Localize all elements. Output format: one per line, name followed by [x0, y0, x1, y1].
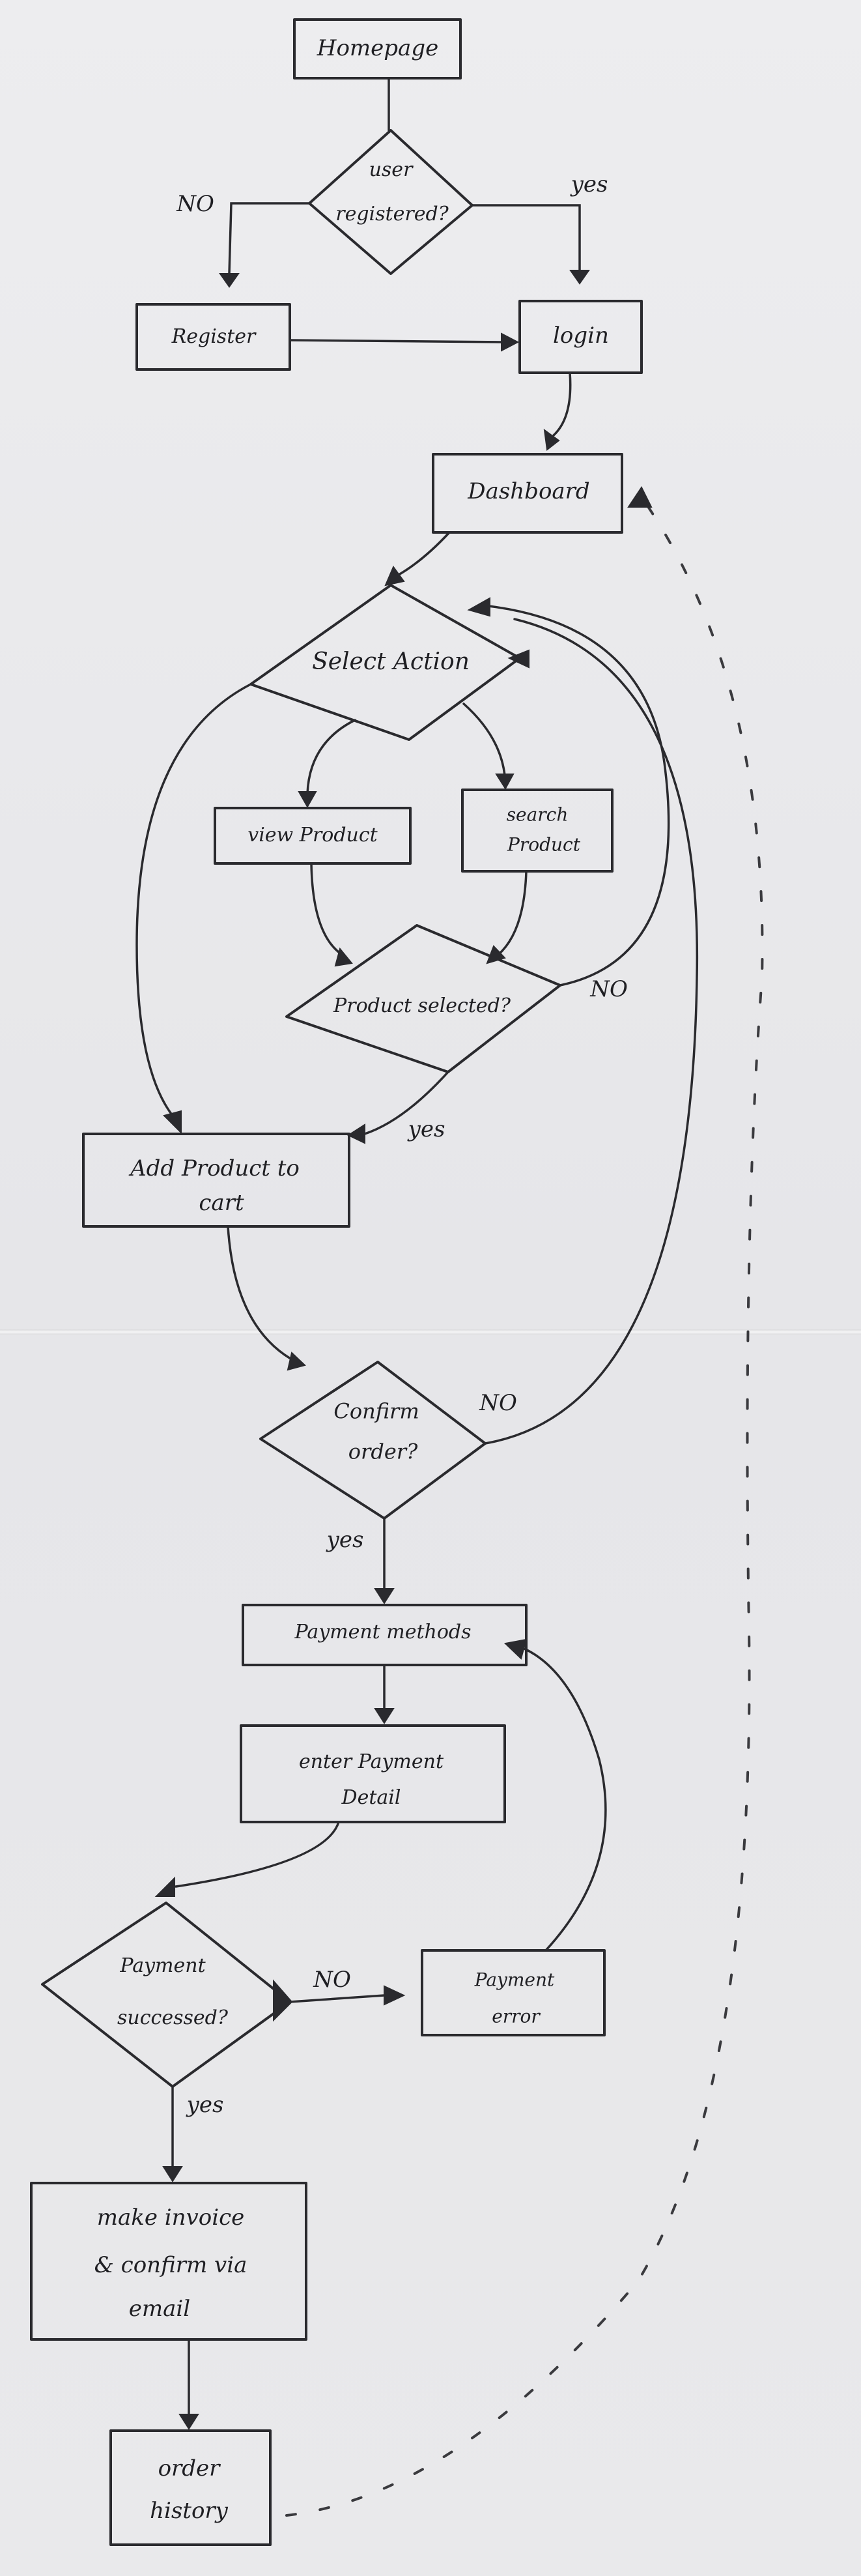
edge-select-to-search — [462, 702, 506, 777]
node-payment-error: Payment error — [421, 1949, 606, 2036]
arrowhead-selected-no — [467, 597, 490, 617]
node-payment-error-line2: error — [492, 2006, 541, 2027]
arrowhead-to-view — [298, 791, 317, 809]
node-select-action-label: Select Action — [312, 648, 470, 675]
node-make-invoice-line1: make invoice — [97, 2205, 245, 2231]
arrowhead-to-login — [569, 270, 590, 285]
edge-select-to-view — [306, 719, 356, 795]
edge-registered-yes — [471, 204, 581, 272]
node-make-invoice-line2: & confirm via — [94, 2252, 247, 2278]
edge-detail-to-successed — [175, 1821, 340, 1888]
arrowhead-confirm-yes — [374, 1588, 395, 1604]
node-make-invoice: make invoice & confirm via email — [30, 2182, 307, 2341]
label-payment-yes: yes — [186, 2092, 224, 2118]
node-view-product-label: view Product — [247, 824, 378, 847]
arrowhead-to-select — [384, 565, 405, 586]
node-payment-successed-line1: Payment — [119, 1954, 206, 1977]
edge-search-to-selected — [497, 870, 528, 956]
node-select-action: Select Action — [249, 584, 521, 741]
node-dashboard: Dashboard — [432, 453, 623, 534]
edge-view-to-selected — [310, 862, 346, 958]
node-search-product: search Product — [461, 789, 614, 873]
node-login-label: login — [553, 323, 609, 349]
node-make-invoice-line3: email — [129, 2296, 190, 2322]
arrowhead-detail-successed — [154, 1876, 175, 1897]
edge-selected-yes — [363, 1071, 449, 1135]
edge-dashboard-to-select — [397, 531, 451, 576]
arrowhead-view-selected — [334, 947, 353, 967]
arrowhead-search-selected — [486, 945, 506, 964]
node-register-label: Register — [171, 325, 257, 348]
node-homepage-label: Homepage — [317, 35, 438, 61]
arrowhead-selected-yes — [346, 1123, 365, 1144]
node-add-to-cart-line1: Add Product to — [128, 1155, 300, 1181]
node-view-product: view Product — [214, 807, 412, 865]
node-user-registered-line2: registered? — [335, 203, 449, 225]
node-product-selected: Product selected? — [285, 924, 561, 1073]
edge-cart-to-confirm — [227, 1225, 298, 1363]
paper-fold — [0, 1329, 861, 1335]
arrowhead-invoice-history — [178, 2414, 199, 2430]
node-order-history-line2: history — [150, 2498, 229, 2524]
edge-labels: NO yes NO yes NO yes NO yes — [176, 171, 628, 2118]
node-add-to-cart-line2: cart — [199, 1190, 244, 1216]
node-product-selected-label: Product selected? — [333, 994, 511, 1017]
edge-register-to-login — [289, 339, 503, 343]
node-user-registered: user registered? — [308, 129, 473, 275]
edge-confirm-no-loop — [484, 618, 699, 1445]
label-registered-yes: yes — [570, 171, 608, 197]
arrowhead-select-to-cart — [163, 1110, 182, 1135]
label-registered-no: NO — [176, 191, 214, 217]
edge-login-to-dashboard — [552, 371, 572, 437]
arrowhead-methods-detail — [374, 1708, 395, 1724]
edge-registered-no — [228, 202, 311, 275]
node-enter-payment-line2: Detail — [341, 1786, 401, 1809]
edge-selected-no-loop — [487, 605, 670, 987]
node-enter-payment-detail: enter Payment Detail — [240, 1724, 506, 1823]
node-confirm-order-line2: order? — [348, 1440, 418, 1464]
arrowhead-payment-no — [384, 1985, 406, 2006]
arrowhead-cart-confirm — [287, 1352, 306, 1371]
arrowhead-error-methods — [503, 1638, 528, 1660]
node-payment-methods: Payment methods — [242, 1604, 528, 1666]
node-search-product-line2: Product — [507, 834, 581, 856]
arrowhead-history-dashboard — [627, 486, 653, 508]
node-login: login — [518, 300, 643, 374]
node-confirm-order-line1: Confirm — [333, 1399, 419, 1424]
edges — [135, 78, 764, 2517]
node-payment-successed-line2: successed? — [117, 2006, 229, 2029]
arrowhead-to-register — [219, 273, 240, 288]
arrowhead-to-dashboard — [543, 428, 560, 451]
edge-history-to-dashboard-dashed — [285, 500, 764, 2517]
arrowhead-to-search — [495, 774, 515, 790]
arrowhead-payment-yes — [162, 2166, 183, 2182]
label-selected-no: NO — [589, 976, 628, 1002]
node-payment-error-line1: Payment — [474, 1969, 555, 1991]
edge-payment-no — [289, 1994, 386, 2003]
node-homepage: Homepage — [293, 18, 462, 80]
node-register: Register — [135, 303, 291, 371]
label-confirm-no: NO — [479, 1390, 517, 1416]
label-payment-no: NO — [313, 1967, 351, 1993]
node-order-history: order history — [109, 2429, 272, 2546]
edge-error-to-methods — [523, 1647, 607, 1952]
node-payment-successed: Payment successed? — [41, 1902, 291, 2088]
arrowhead-payment-no-tail — [273, 1979, 293, 2022]
node-enter-payment-line1: enter Payment — [299, 1750, 444, 1773]
node-search-product-line1: search — [507, 804, 569, 826]
arrowhead-register-login — [501, 332, 520, 352]
node-user-registered-line1: user — [369, 158, 414, 181]
label-confirm-yes: yes — [326, 1527, 364, 1553]
arrowhead-confirm-no — [507, 649, 529, 669]
label-selected-yes: yes — [407, 1116, 445, 1142]
node-dashboard-label: Dashboard — [467, 478, 589, 504]
node-add-to-cart: Add Product to cart — [82, 1133, 350, 1228]
node-payment-methods-label: Payment methods — [294, 1621, 471, 1643]
node-order-history-line1: order — [158, 2455, 221, 2482]
node-confirm-order: Confirm order? — [259, 1361, 487, 1520]
edge-select-to-cart — [135, 683, 252, 1117]
